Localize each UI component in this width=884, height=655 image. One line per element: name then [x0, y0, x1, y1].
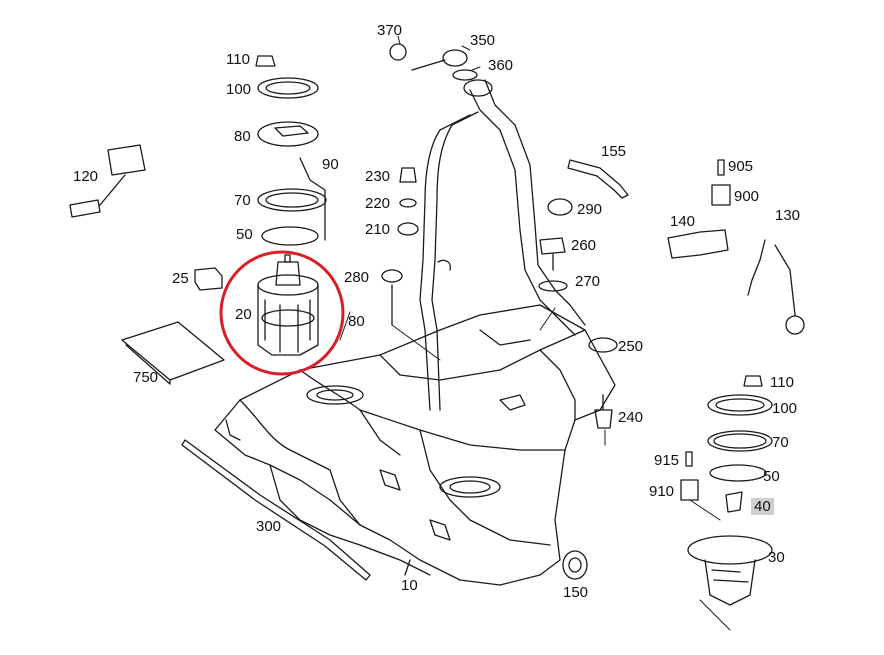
label-120: 120 — [73, 168, 99, 185]
filter-element-part-750 — [121, 321, 225, 385]
rod-part-90 — [299, 157, 326, 241]
label-155: 155 — [601, 143, 627, 160]
label-360: 360 — [488, 57, 514, 74]
highlight-circle — [219, 250, 345, 376]
seal-strip-part-300 — [181, 439, 371, 581]
label-250: 250 — [618, 338, 644, 355]
label-905: 905 — [728, 158, 754, 175]
level-sensor-part-120 — [69, 144, 146, 218]
fasteners-230-220-210 — [397, 167, 419, 236]
label-750: 750 — [133, 369, 159, 386]
label-100-right: 100 — [772, 400, 798, 417]
label-90: 90 — [322, 156, 339, 173]
grommet-part-280 — [381, 269, 403, 283]
label-240: 240 — [618, 409, 644, 426]
cap-parts-370-350-360 — [389, 43, 478, 81]
leader-lines — [339, 35, 731, 631]
label-70-right: 70 — [772, 434, 789, 451]
filler-neck-tube — [419, 79, 586, 411]
label-370: 370 — [377, 22, 403, 39]
label-50-right: 50 — [763, 468, 780, 485]
mount-parts-250-240 — [588, 337, 618, 429]
label-350: 350 — [470, 32, 496, 49]
label-110-left: 110 — [226, 51, 250, 68]
label-80-left: 80 — [234, 128, 251, 145]
label-30: 30 — [768, 549, 785, 566]
label-280: 280 — [344, 269, 370, 286]
label-10: 10 — [401, 577, 418, 594]
label-290: 290 — [577, 201, 603, 218]
mount-parts-290-260-270 — [538, 198, 573, 292]
fuel-pump-module-part-20 — [257, 254, 319, 356]
clip-part-25 — [194, 267, 223, 291]
label-900: 900 — [734, 188, 760, 205]
label-150: 150 — [563, 584, 589, 601]
label-140: 140 — [670, 213, 696, 230]
sensor-parts-140-130-905-900 — [667, 159, 805, 335]
label-210: 210 — [365, 221, 391, 238]
label-910: 910 — [649, 483, 675, 500]
seal-ring-stack-right — [707, 375, 773, 482]
label-110-right: 110 — [770, 374, 794, 391]
label-70-left: 70 — [234, 192, 251, 209]
seal-ring-stack-left — [255, 55, 327, 246]
fuel-pump-module-part-30 — [687, 535, 773, 606]
label-915: 915 — [654, 452, 680, 469]
label-270: 270 — [575, 273, 601, 290]
label-20: 20 — [235, 306, 252, 323]
label-25: 25 — [172, 270, 189, 287]
label-40: 40 — [751, 498, 774, 515]
fuel-tank-part-10 — [214, 304, 616, 586]
label-100-left: 100 — [226, 81, 252, 98]
grommet-part-150 — [562, 550, 588, 580]
label-260: 260 — [571, 237, 597, 254]
label-50-left: 50 — [236, 226, 253, 243]
hose-part-155 — [567, 159, 629, 199]
label-220: 220 — [365, 195, 391, 212]
parts-915-910-40 — [680, 451, 743, 513]
label-130: 130 — [775, 207, 801, 224]
label-230: 230 — [365, 168, 391, 185]
label-300: 300 — [256, 518, 282, 535]
label-80-center: 80 — [348, 313, 365, 330]
